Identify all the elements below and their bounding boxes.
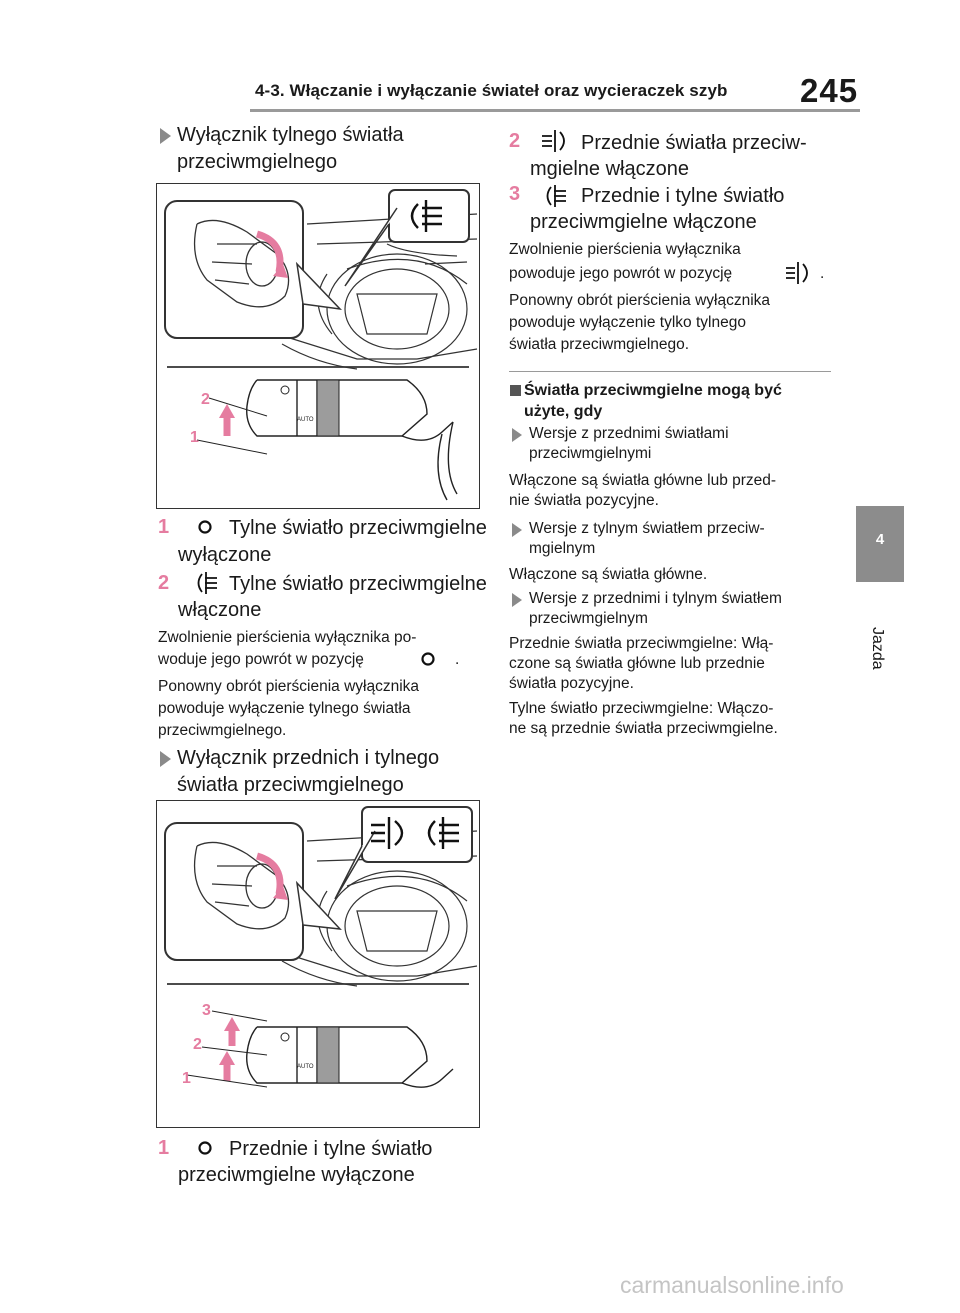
item-text: Tylne światło przeciwmgielne: [229, 573, 487, 595]
bullet-text: Wersje z tylnym światłem przeciw- mgieln…: [529, 520, 765, 557]
subsection-title: Światła przeciwmgielne mogą być użyte, g…: [524, 382, 782, 420]
bullet-triangle-icon: [512, 523, 522, 537]
fog-off-icon: [198, 520, 212, 534]
figure-label-1: 1: [182, 1070, 191, 1087]
item-text: mgielne włączone: [530, 158, 689, 180]
section2-heading: Wyłącznik przednich i tylnego światła pr…: [177, 747, 440, 796]
page-number: 245: [800, 72, 859, 109]
item-text: Przednie światła przeciw-: [581, 132, 807, 154]
sentence-end: .: [820, 265, 825, 282]
paragraph: Zwolnienie pierścienia wyłącznika po- wo…: [158, 629, 417, 668]
bullet-text: Wersje z przednimi światłami przeciwmgie…: [529, 425, 729, 462]
bullet-triangle-icon: [512, 593, 522, 607]
bullet-triangle-icon: [160, 751, 171, 767]
divider: [509, 371, 831, 372]
auto-label: AUTO: [297, 417, 314, 423]
figure-label-1: 1: [190, 429, 199, 446]
paragraph: Przednie światła przeciwmgielne: Włą- cz…: [509, 635, 774, 692]
item-text: Tylne światło przeciwmgielne: [229, 517, 487, 539]
bullet-triangle-icon: [512, 428, 522, 442]
watermark: carmanualsonline.info: [620, 1272, 844, 1298]
item-text: przeciwmgielne wyłączone: [178, 1164, 415, 1186]
header-rule: [250, 109, 860, 112]
item-number: 1: [158, 516, 170, 538]
paragraph: Zwolnienie pierścienia wyłącznika powodu…: [509, 241, 741, 282]
figure-front-rear-fog-switch: AUTO 3 2 1: [156, 800, 480, 1128]
figure-label-2: 2: [201, 391, 210, 408]
paragraph: Tylne światło przeciwmgielne: Włączo- ne…: [509, 700, 778, 737]
item-text: przeciwmgielne włączone: [530, 211, 757, 233]
paragraph: Włączone są światła główne lub przed- ni…: [509, 472, 777, 509]
front-rear-fog-switch-illustration: AUTO 3 2 1: [164, 806, 478, 1088]
figure-label-3: 3: [202, 1002, 211, 1019]
section1-heading: Wyłącznik tylnego światła przeciwmgielne…: [177, 124, 404, 173]
chapter-title: 4-3. Włączanie i wyłączanie świateł oraz…: [255, 81, 728, 100]
item-text: Przednie i tylne światło: [581, 185, 785, 207]
item-text: Przednie i tylne światło: [229, 1138, 433, 1160]
front-fog-icon: [542, 130, 565, 152]
figure-label-2: 2: [193, 1036, 202, 1053]
chapter-tab[interactable]: [856, 506, 904, 582]
rear-fog-icon: [546, 185, 566, 207]
item-text: włączone: [178, 599, 262, 621]
paragraph: Włączone są światła główne.: [509, 566, 708, 583]
chapter-tab-label: Jazda: [869, 627, 886, 670]
section-marker-icon: [510, 385, 521, 396]
item-number: 1: [158, 1137, 170, 1159]
paragraph: Ponowny obrót pierścienia wyłącznika pow…: [158, 678, 420, 739]
item-number: 2: [509, 130, 521, 152]
sentence-end: .: [455, 651, 460, 668]
item-number: 2: [158, 572, 170, 594]
paragraph: Ponowny obrót pierścienia wyłącznika pow…: [509, 292, 771, 353]
rear-fog-switch-illustration: AUTO 2 1: [164, 189, 478, 501]
fog-off-icon: [421, 652, 435, 666]
bullet-triangle-icon: [160, 128, 171, 144]
item-number: 3: [509, 183, 521, 205]
chapter-tab-number: 4: [875, 531, 885, 548]
rear-fog-icon: [197, 572, 217, 594]
fog-off-icon: [198, 1141, 212, 1155]
bullet-text: Wersje z przednimi i tylnym światłem prz…: [529, 590, 782, 627]
front-fog-icon: [786, 262, 808, 284]
auto-label: AUTO: [297, 1064, 314, 1070]
figure-rear-fog-switch: AUTO 2 1: [156, 183, 480, 509]
item-text: wyłączone: [178, 544, 272, 566]
